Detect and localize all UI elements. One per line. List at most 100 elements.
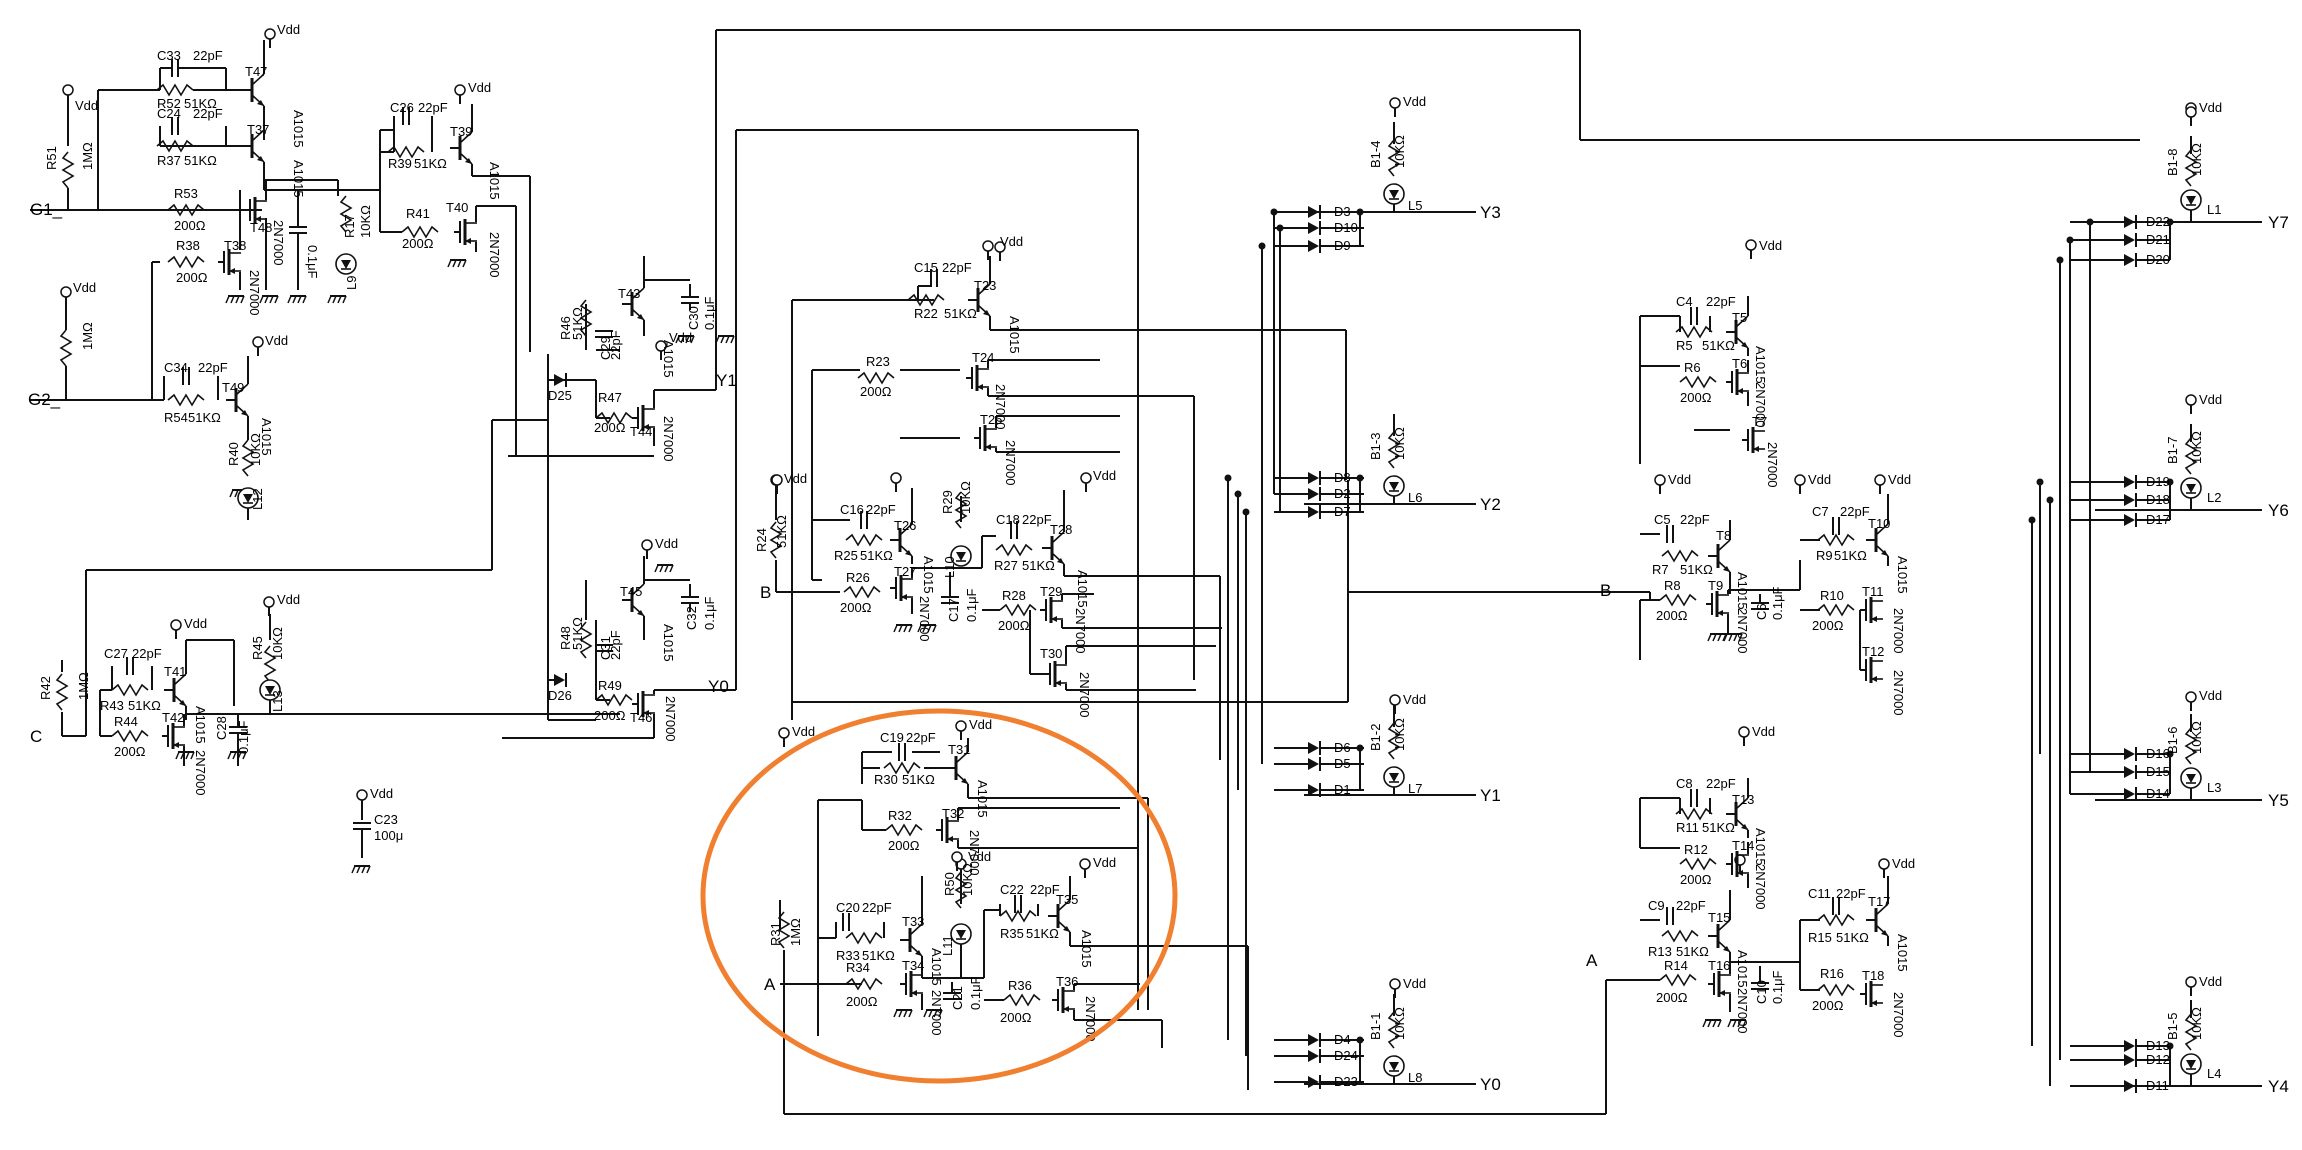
label-io-y1: Y1 [1480, 786, 1501, 805]
diode-d23 [1307, 1074, 1321, 1090]
label-parts-a1015: A1015 [1007, 316, 1022, 354]
label-parts-c15: C15 [914, 260, 938, 275]
label-parts-r51k: 51KΩ [184, 153, 217, 168]
label-parts-r32: R32 [888, 808, 912, 823]
label-parts-c18: C18 [996, 512, 1020, 527]
label-vdd: Vdd [277, 592, 300, 607]
label-parts-b1_5: B1-5 [2165, 1013, 2180, 1040]
led-l8 [1383, 1055, 1405, 1077]
label-parts-r200: 200Ω [402, 236, 434, 251]
transistor-t9 [1704, 589, 1731, 619]
vdd-terminal [170, 619, 182, 640]
label-vdd: Vdd [2199, 392, 2222, 407]
label-parts-c01: 0.1μF [702, 596, 717, 630]
label-parts-c31: C31 [598, 636, 613, 660]
ground-symbol [447, 259, 467, 268]
resistor-r11 [1675, 808, 1713, 820]
label-parts-t29: T29 [1040, 584, 1062, 599]
label-parts-d18: D18 [2146, 492, 2170, 507]
label-parts-n7000: 2N7000 [993, 384, 1008, 430]
label-parts-r1m: 1MΩ [80, 142, 95, 170]
transistor-t24 [964, 363, 991, 393]
diode-d4 [1307, 1032, 1321, 1048]
label-parts-d2: D2 [1334, 486, 1351, 501]
label-parts-t30: T30 [1040, 646, 1062, 661]
diode-d6 [1307, 740, 1321, 756]
label-io-a_right: A [1586, 951, 1598, 970]
label-parts-c22pf: 22pF [198, 360, 228, 375]
label-parts-r51k: 51KΩ [1680, 562, 1713, 577]
label-io-g2: G2_ [28, 390, 61, 409]
label-parts-t13: T13 [1732, 792, 1754, 807]
label-parts-r200: 200Ω [1680, 872, 1712, 887]
label-parts-c28: C28 [214, 716, 229, 740]
label-io-y5: Y5 [2268, 791, 2289, 810]
label-parts-t49: T49 [222, 380, 244, 395]
label-parts-r10k: 10KΩ [358, 205, 373, 238]
label-parts-b1_3: B1-3 [1368, 433, 1383, 460]
label-parts-c01: 0.1μF [968, 976, 983, 1010]
label-parts-t25: T25 [980, 412, 1002, 427]
vdd-terminal [1080, 472, 1092, 493]
junction-dot [1224, 474, 1232, 482]
label-parts-c10: C10 [1754, 980, 1769, 1004]
label-parts-r10k: 10KΩ [2189, 431, 2204, 464]
label-parts-r51k: 51KΩ [414, 156, 447, 171]
label-io-y3: Y3 [1480, 203, 1501, 222]
junction-dot [2166, 478, 2174, 486]
label-parts-b1_6: B1-6 [2165, 727, 2180, 754]
label-parts-r200: 200Ω [840, 600, 872, 615]
label-vdd: Vdd [792, 724, 815, 739]
resistor-r8 [1659, 594, 1697, 606]
label-parts-t16: T16 [1708, 958, 1730, 973]
label-parts-n7000: 2N7000 [247, 270, 262, 316]
label-parts-r37: R37 [157, 153, 181, 168]
label-parts-d15: D15 [2146, 764, 2170, 779]
label-vdd: Vdd [969, 717, 992, 732]
vdd-terminal [1794, 474, 1806, 495]
label-parts-c22pf: 22pF [418, 100, 448, 115]
label-parts-r51k: 51KΩ [1834, 548, 1867, 563]
led-l6 [1383, 475, 1405, 497]
label-vdd: Vdd [1759, 238, 1782, 253]
label-parts-c22pf: 22pF [1030, 882, 1060, 897]
resistor-r9 [1817, 534, 1855, 546]
label-parts-t35: T35 [1056, 892, 1078, 907]
label-vdd: Vdd [1752, 724, 1775, 739]
resistor-r6 [1679, 376, 1717, 388]
label-parts-a1015: A1015 [487, 162, 502, 200]
label-vdd: Vdd [184, 616, 207, 631]
label-parts-l8: L8 [1408, 1070, 1422, 1085]
label-parts-n7000: 2N7000 [1735, 988, 1750, 1034]
label-parts-r34: R34 [846, 960, 870, 975]
label-parts-b1_4: B1-4 [1368, 141, 1383, 168]
label-parts-t15: T15 [1708, 910, 1730, 925]
label-parts-r51k: 51KΩ [944, 306, 977, 321]
label-parts-c34: C34 [164, 360, 188, 375]
label-vdd: Vdd [1888, 472, 1911, 487]
label-parts-c11: C11 [1808, 886, 1831, 901]
label-parts-r5: R5 [1676, 338, 1693, 353]
label-parts-r38: R38 [176, 238, 200, 253]
label-parts-c27: C27 [104, 646, 128, 661]
label-parts-r1m: 1MΩ [788, 918, 803, 946]
label-parts-a1015: A1015 [1753, 828, 1768, 866]
label-vdd: Vdd [2199, 688, 2222, 703]
label-parts-r200: 200Ω [1680, 390, 1712, 405]
label-parts-c17: C17 [946, 598, 961, 622]
junction-dot [1356, 208, 1364, 216]
led-l2 [2180, 477, 2202, 499]
label-parts-r10k: 10KΩ [2189, 1007, 2204, 1040]
diode-d17 [2123, 512, 2137, 528]
label-parts-c22pf: 22pF [608, 630, 623, 660]
junction-dot [2066, 236, 2074, 244]
vdd-terminal [1878, 858, 1890, 879]
label-parts-r51k: 51KΩ [1676, 944, 1709, 959]
label-parts-c100: 100μ [374, 828, 403, 843]
ground-symbol [287, 295, 307, 304]
label-parts-c22pf: 22pF [132, 646, 162, 661]
label-parts-l4: L4 [2207, 1066, 2221, 1081]
label-vdd: Vdd [1808, 472, 1831, 487]
label-parts-l3: L3 [2207, 780, 2221, 795]
vdd-terminal [1874, 474, 1886, 495]
